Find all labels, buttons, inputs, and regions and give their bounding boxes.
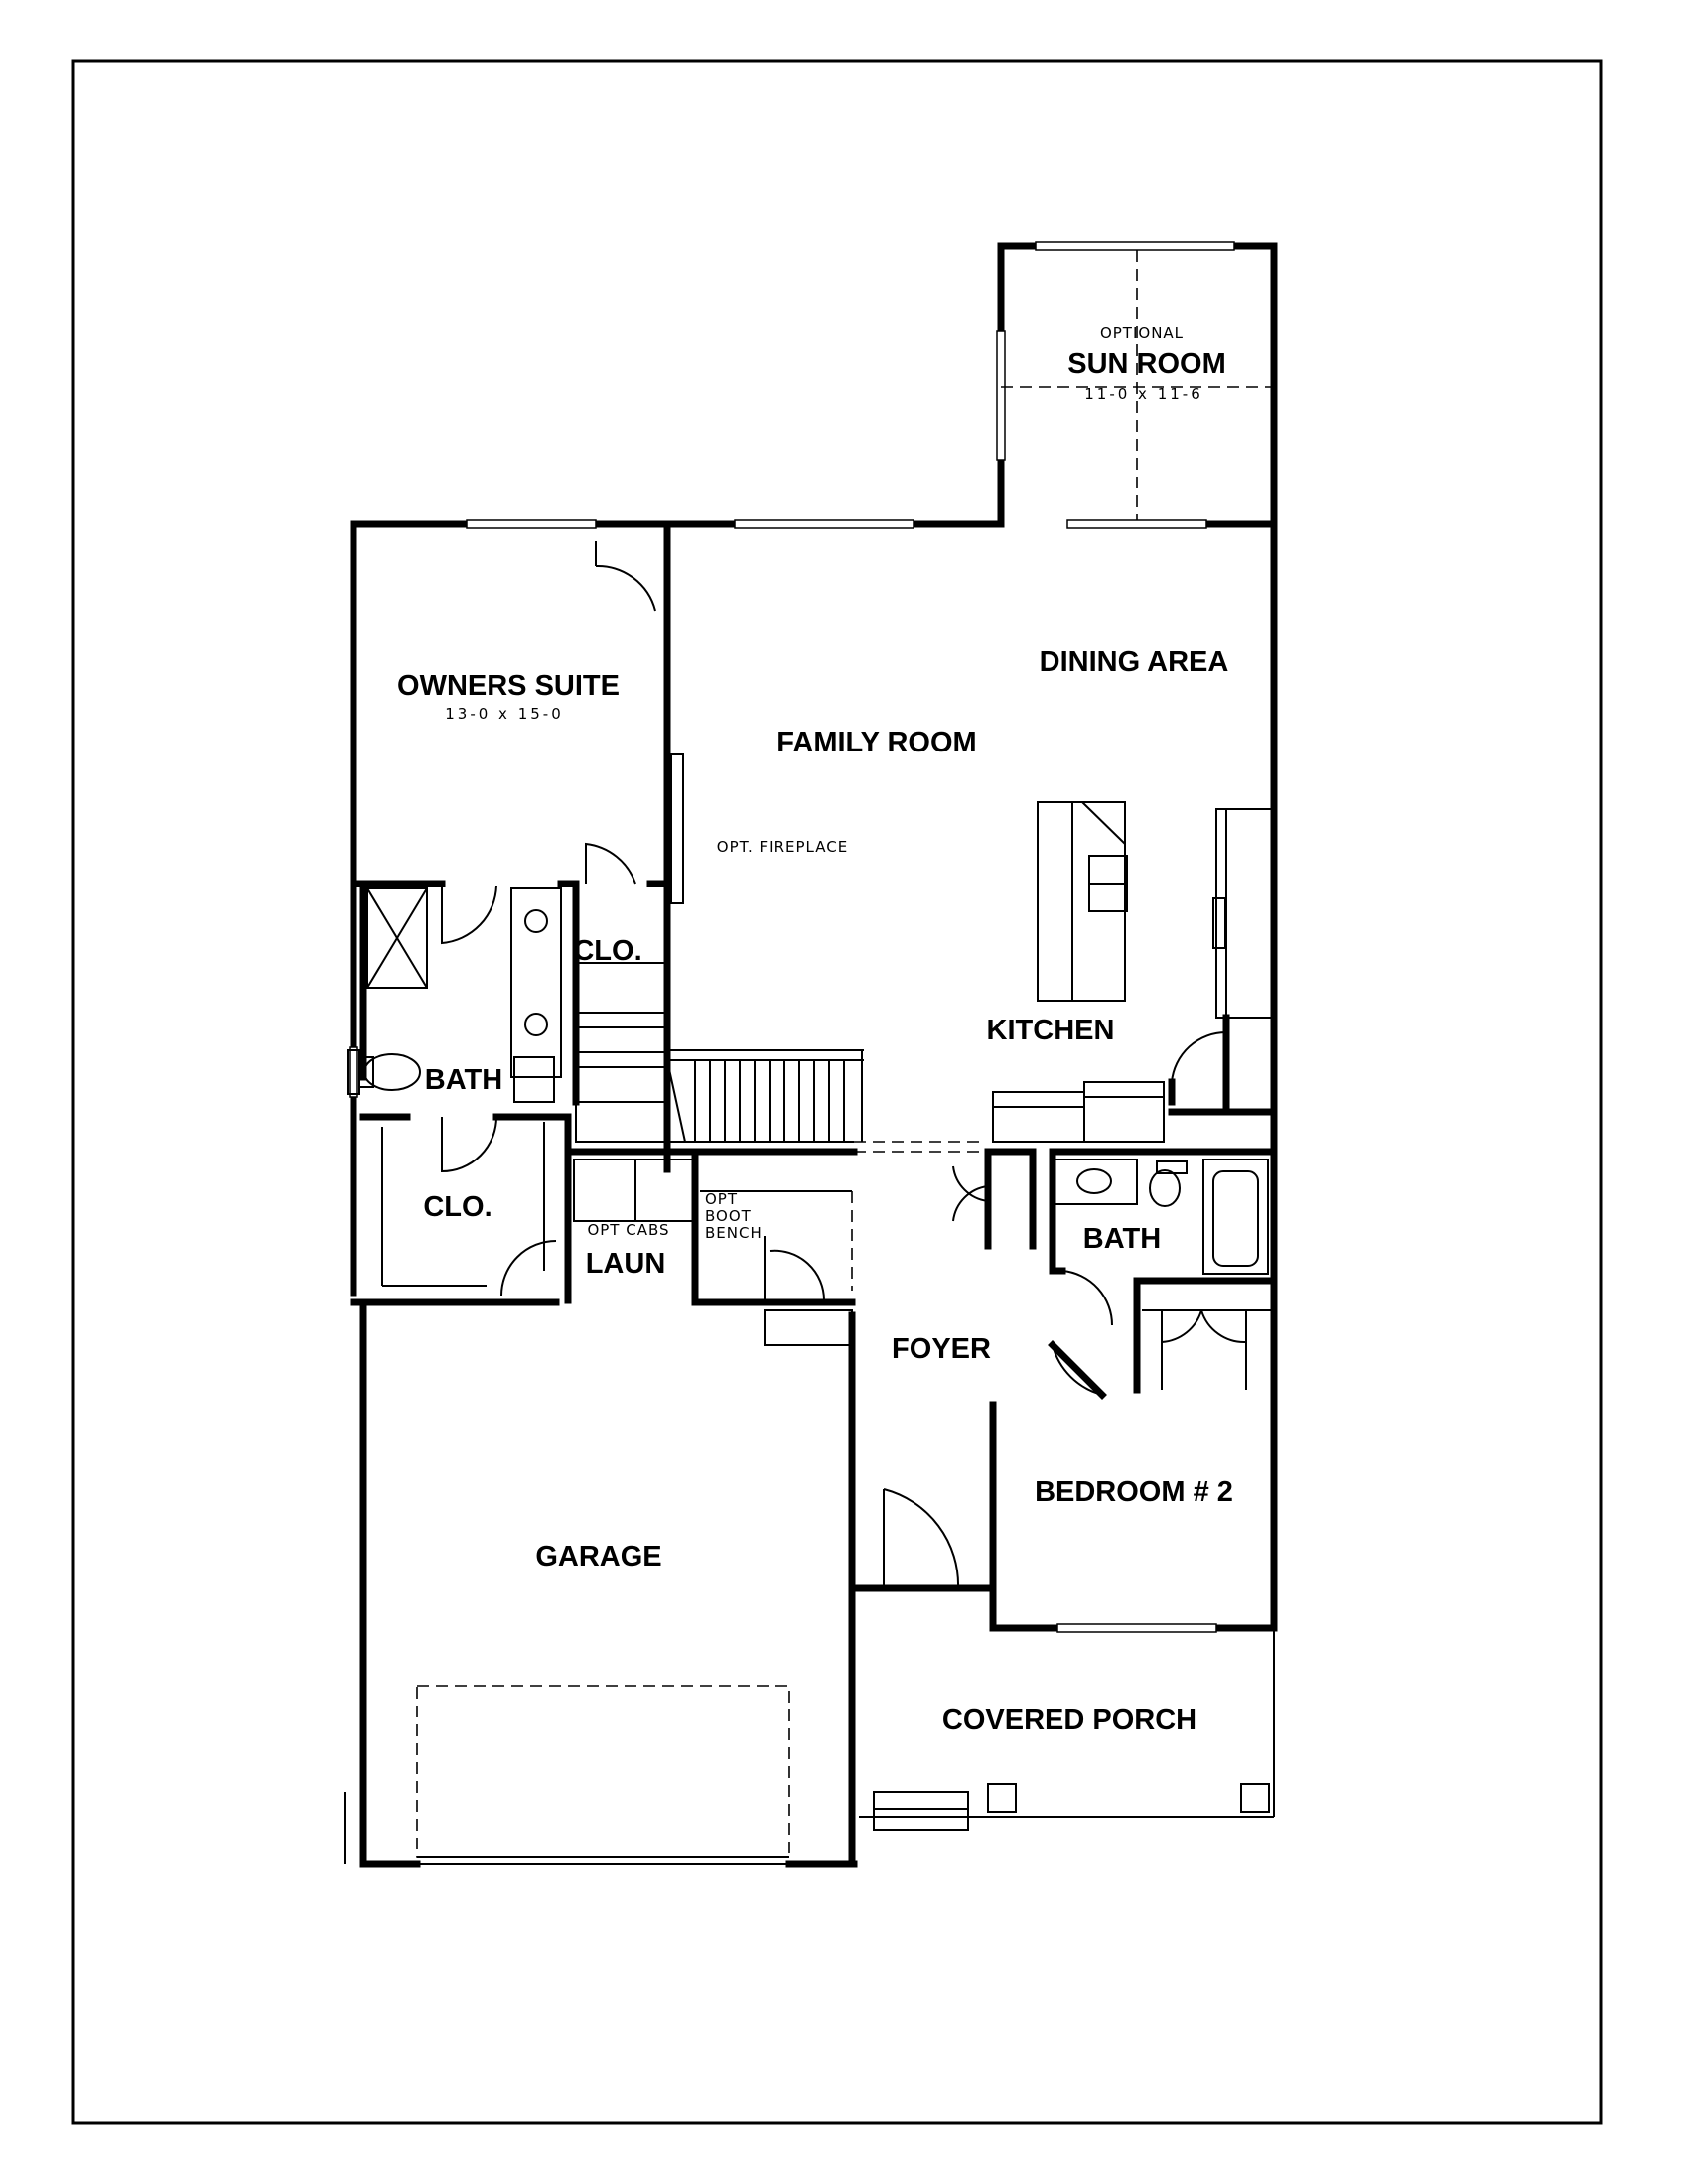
- page-border: [71, 59, 1603, 2125]
- garage-door-outline: [416, 1685, 790, 1858]
- porch: [859, 1628, 1275, 1831]
- dining-area-label: DINING AREA: [1040, 646, 1229, 678]
- foyer-walls: [848, 1311, 997, 1592]
- garage-label: GARAGE: [535, 1541, 661, 1572]
- stairs: [564, 1012, 864, 1156]
- owners-suite-walls: [347, 520, 684, 1301]
- bedroom2-label: BEDROOM # 2: [1035, 1476, 1233, 1508]
- boot-bench-label-1: OPT: [705, 1190, 738, 1208]
- covered-porch-label: COVERED PORCH: [942, 1705, 1196, 1736]
- bedroom2-walls: [989, 1336, 1278, 1633]
- bath2-label: BATH: [1083, 1223, 1161, 1255]
- laundry-label: LAUN: [586, 1248, 666, 1280]
- laundry-closet-label: CLO.: [423, 1191, 492, 1223]
- boot-bench-label-2: BOOT: [705, 1207, 752, 1225]
- boot-bench-label-3: BENCH: [705, 1224, 763, 1242]
- exterior-walls: [344, 519, 1278, 1868]
- owners-suite-dims: 13-0 x 15-0: [445, 705, 564, 723]
- sunroom-walls: [996, 241, 1278, 528]
- laundry-walls: [564, 1141, 983, 1346]
- sunroom-optional-label: OPTIONAL: [1100, 324, 1184, 341]
- kitchen-label: KITCHEN: [987, 1015, 1115, 1046]
- kitchen-fixtures: [992, 801, 1275, 1143]
- sunroom-dims: 11-0 x 11-6: [1084, 385, 1203, 403]
- sunroom-label: SUN ROOM: [1067, 348, 1226, 380]
- bath2-walls: [952, 1148, 1278, 1390]
- family-room-label: FAMILY ROOM: [776, 727, 976, 758]
- owners-suite-label: OWNERS SUITE: [397, 670, 620, 702]
- fireplace-label: OPT. FIREPLACE: [717, 838, 848, 856]
- owner-bath-label: BATH: [425, 1064, 502, 1096]
- foyer-label: FOYER: [892, 1333, 991, 1365]
- owner-closet-label: CLO.: [573, 935, 641, 967]
- opt-cabs-label: OPT CABS: [587, 1221, 669, 1239]
